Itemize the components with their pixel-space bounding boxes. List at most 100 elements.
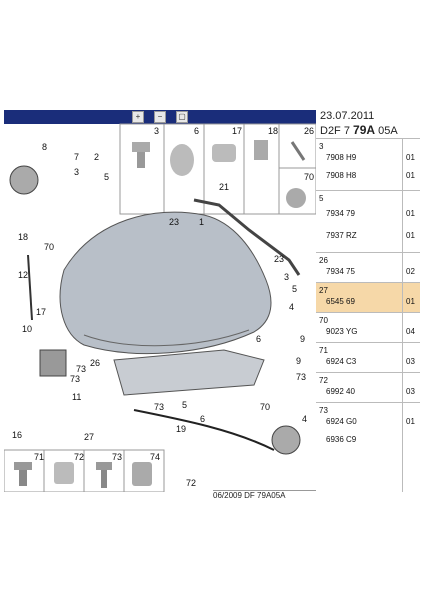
bracket-part-17 [212,144,236,162]
callout-label: 11 [72,392,81,402]
part-reference: 6545 69 [326,297,355,306]
top-cell-label: 18 [268,126,278,136]
table-row[interactable]: 73 6924 G0 6936 C9 01 [316,402,420,492]
callout-label: 5 [292,284,297,294]
callout-label: 3 [74,167,79,177]
callout-label: 1 [199,217,204,227]
parts-diagram-viewer: + − ▢ 3 6 17 18 26 70 [4,110,420,492]
hood-seal-21 [193,198,301,276]
top-cell-label: 6 [194,126,199,136]
callout-label: 73 [154,402,164,412]
top-cell-label: 70 [304,172,314,182]
callout-label: 23 [274,254,284,264]
part-reference: 7934 75 [326,267,355,276]
callout-label: 26 [90,358,100,368]
parts-table: 3 7908 H9 7908 H8 01 01 5 7934 79 7937 R… [316,138,420,492]
footer-code: DF 79A05A [244,491,286,500]
top-cell-label: 17 [232,126,242,136]
code-bold: 79A [353,123,376,137]
callout-label: 16 [12,430,22,440]
zoom-in-icon[interactable]: + [132,111,144,123]
footer-date: 06/2009 [213,491,242,500]
part-quantity: 01 [406,171,415,180]
part-number: 26 [319,256,328,265]
bottom-parts-strip: 71 72 73 74 [4,449,165,492]
callout-label: 23 [169,217,179,227]
table-row[interactable]: 5 7934 79 7937 RZ 01 01 [316,190,420,253]
callout-label: 2 [94,152,99,162]
callout-label: 7 [74,152,79,162]
part-number: 5 [319,194,324,203]
callout-label: 27 [84,432,94,442]
cross-member [113,349,265,396]
cap-part-6 [170,144,194,176]
callout-label: 9 [296,356,301,366]
grommet-part-70 [286,188,306,208]
part-number: 72 [319,376,328,385]
fit-icon[interactable]: ▢ [176,111,188,123]
part-quantity: 01 [406,153,415,162]
part-number: 27 [319,286,328,295]
top-cell-label: 26 [304,126,314,136]
screw-part-26 [290,141,306,161]
part-reference: 6924 G0 [326,417,357,426]
part-quantity: 03 [406,387,415,396]
exploded-diagram: 3 6 17 18 26 70 [4,123,316,492]
table-row[interactable]: 72 6992 40 03 [316,372,420,403]
clip-part-72 [54,462,74,484]
hood-panel [59,211,272,355]
callout-label: 70 [44,242,54,252]
bottom-cell-label: 74 [150,452,160,462]
diagram-footer: 06/2009 DF 79A05A [213,490,316,505]
table-row[interactable]: 71 6924 C3 03 [316,342,420,373]
callout-label: 18 [18,232,28,242]
callout-label: 6 [256,334,261,344]
part-reference: 6992 40 [326,387,355,396]
part-quantity: 01 [406,209,415,218]
bolt-part-71 [14,462,32,486]
screw-part-73 [96,462,112,488]
callout-label: 8 [42,142,47,152]
buffer-part-8 [9,165,39,195]
part-reference: 9023 YG [326,327,358,336]
part-reference: 7908 H9 [326,153,357,162]
bottom-cell-label: 72 [74,452,84,462]
callout-label: 5 [182,400,187,410]
top-cell-label: 3 [154,126,159,136]
part-quantity: 03 [406,357,415,366]
part-quantity: 02 [406,267,415,276]
diagram-date: 23.07.2011 [320,110,375,122]
table-row[interactable]: 3 7908 H9 7908 H8 01 01 [316,138,420,191]
callout-label: 73 [296,372,306,382]
part-quantity: 01 [406,417,415,426]
diagram-code: D2F 7 79A 05A [320,123,398,137]
callout-label: 4 [302,414,307,424]
table-row[interactable]: 70 9023 YG 04 [316,312,420,343]
part-reference: 7937 RZ [326,231,357,240]
part-number: 71 [319,346,328,355]
part-quantity: 04 [406,327,415,336]
toolbar: + − ▢ [4,110,316,124]
part-quantity: 01 [406,297,415,306]
grommet-part-74 [271,425,301,455]
clip-part-3 [132,142,150,168]
part-number: 3 [319,142,324,151]
callout-label: 5 [104,172,109,182]
table-row[interactable]: 26 7934 75 02 [316,252,420,283]
top-parts-strip: 3 6 17 18 26 70 [119,123,316,215]
callout-label: 73 [70,374,80,384]
callout-label: 3 [284,272,289,282]
callout-label: 72 [186,478,196,488]
bottom-cell-label: 73 [112,452,122,462]
support-rod-12 [27,254,33,321]
table-row-selected[interactable]: 27 6545 69 01 [316,282,420,313]
part-number: 70 [319,316,328,325]
callout-label: 10 [22,324,32,334]
part-reference: 7908 H8 [326,171,357,180]
callout-label: 6 [200,414,205,424]
zoom-out-icon[interactable]: − [154,111,166,123]
clip-part-74 [132,462,152,486]
bottom-cell-label: 71 [34,452,44,462]
release-cable [133,409,275,451]
